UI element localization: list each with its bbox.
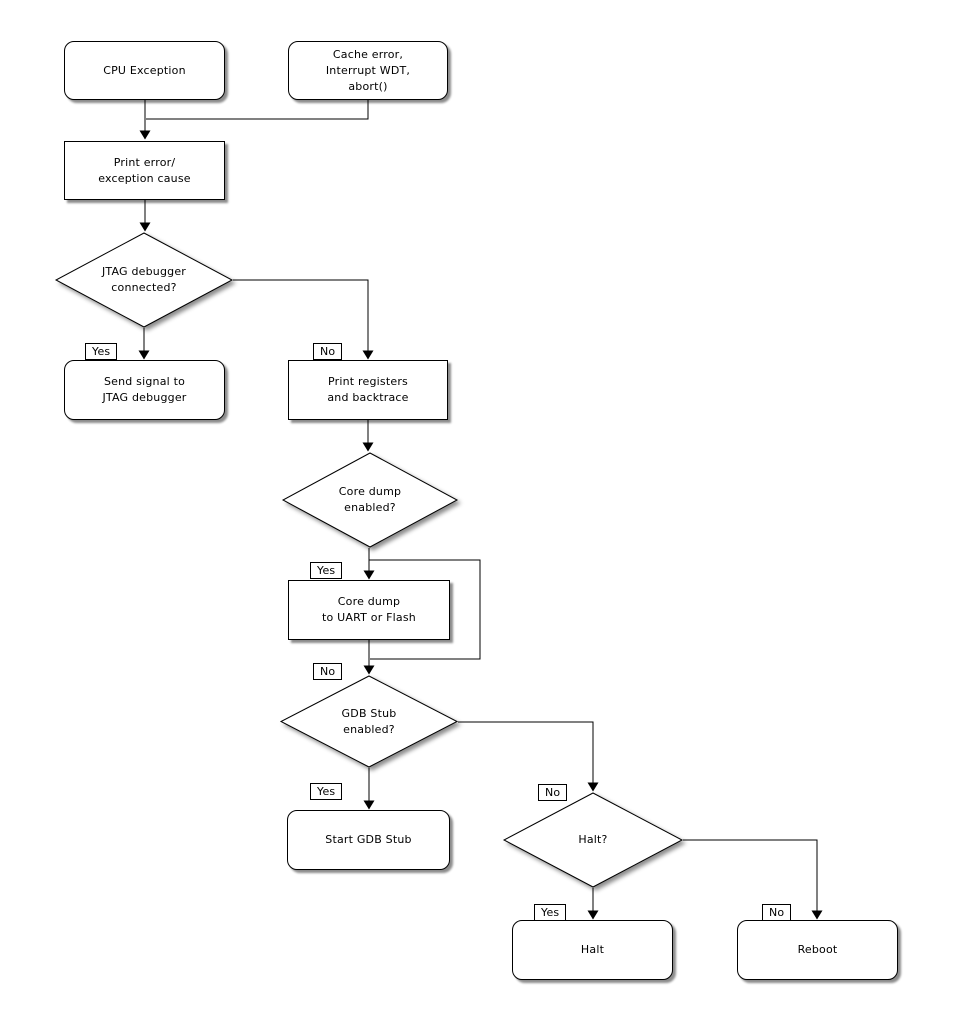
node-cpu-exception: CPU Exception (64, 41, 225, 100)
node-cache-error-label: Cache error, Interrupt WDT, abort() (325, 47, 411, 93)
edge-label-gdb-yes: Yes (310, 783, 343, 800)
node-reboot: Reboot (737, 920, 898, 980)
edge-cache-error-merge (146, 100, 369, 120)
node-cpu-exception-label: CPU Exception (103, 63, 186, 77)
diamond-shape (502, 792, 684, 888)
node-print-error: Print error/ exception cause (64, 141, 225, 200)
edge-label-coredump-yes: Yes (310, 562, 343, 579)
node-halt: Halt (512, 920, 673, 980)
edge-label-gdb-no: No (538, 784, 568, 801)
diamond-shape (279, 675, 459, 768)
node-core-dump-uart-flash-label: Core dump to UART or Flash (322, 595, 416, 624)
node-halt-question-label: Halt? (578, 833, 608, 846)
node-send-signal: Send signal to JTAG debugger (64, 360, 225, 420)
node-core-dump-enabled: Core dump enabled? (281, 452, 459, 548)
node-print-registers-label: Print registers and backtrace (327, 375, 409, 404)
node-gdb-stub-enabled-label: GDB Stub enabled? (341, 706, 397, 736)
node-start-gdb-stub-label: Start GDB Stub (325, 833, 412, 846)
node-send-signal-label: Send signal to JTAG debugger (102, 375, 187, 404)
node-reboot-label: Reboot (797, 943, 838, 956)
node-gdb-stub-enabled: GDB Stub enabled? (279, 675, 459, 768)
edge-label-halt-yes: Yes (534, 904, 567, 921)
edge-label-halt-no: No (762, 904, 792, 921)
edge-label-jtag-yes: Yes (85, 343, 118, 360)
node-cache-error: Cache error, Interrupt WDT, abort() (288, 41, 448, 100)
node-core-dump-enabled-label: Core dump enabled? (338, 485, 402, 514)
edge-gdb-no-to-halt-q (458, 721, 599, 792)
node-halt-question: Halt? (502, 792, 684, 888)
edge-label-jtag-no: No (313, 343, 343, 360)
edge-label-coredump-no: No (313, 663, 343, 680)
node-jtag-connected: JTAG debugger connected? (54, 232, 234, 328)
edge-halt-no-to-reboot (683, 839, 823, 920)
node-core-dump-uart-flash: Core dump to UART or Flash (288, 580, 450, 640)
node-print-registers: Print registers and backtrace (288, 360, 448, 420)
edge-jtag-no-to-print-registers (233, 279, 374, 360)
node-jtag-connected-label: JTAG debugger connected? (101, 265, 187, 294)
node-print-error-label: Print error/ exception cause (98, 155, 191, 185)
diamond-shape (281, 452, 459, 548)
diamond-shape (54, 232, 234, 328)
node-start-gdb-stub: Start GDB Stub (287, 810, 450, 870)
node-halt-label: Halt (580, 943, 605, 956)
